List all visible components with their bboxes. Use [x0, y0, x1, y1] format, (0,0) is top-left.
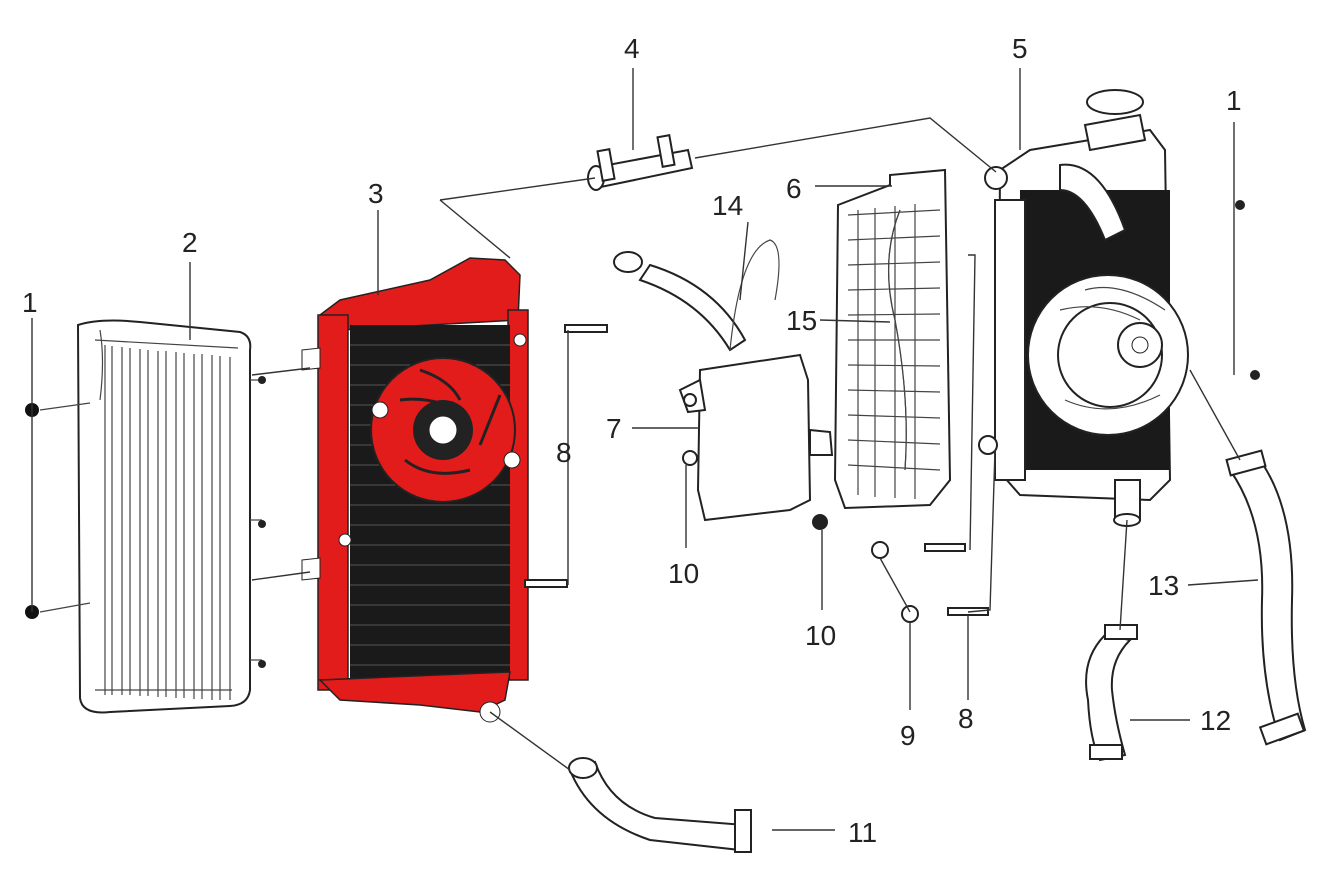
callout-8-right: 8: [958, 703, 974, 734]
callout-10-right: 10: [805, 620, 836, 651]
grommet: [258, 520, 266, 528]
callout-2: 2: [182, 227, 198, 258]
callout-8-middle: 8: [556, 437, 572, 468]
callout-15: 15: [786, 305, 817, 336]
hose-lower-right: [1225, 449, 1307, 746]
grommet: [258, 660, 266, 668]
radiator-left: [301, 257, 529, 723]
callout-1-right: 1: [1226, 85, 1242, 116]
callout-12: 12: [1200, 705, 1231, 736]
callout-1-left: 1: [22, 287, 38, 318]
callout-3: 3: [368, 178, 384, 209]
callout-7: 7: [606, 413, 622, 444]
radiator-shroud-left: [76, 319, 266, 714]
callout-11: 11: [848, 817, 877, 848]
callout-6: 6: [786, 173, 802, 204]
callout-13: 13: [1148, 570, 1179, 601]
hose-upper: [587, 134, 694, 191]
radiator-right-with-fan: [978, 89, 1260, 527]
callout-10-left: 10: [668, 558, 699, 589]
radiator-shroud-right: [833, 168, 952, 510]
callouts: 1 1 2 3 4 5 6 7 8 8 9 10 10 11 12 13 14 …: [22, 33, 1242, 848]
callout-4: 4: [624, 33, 640, 64]
callout-5: 5: [1012, 33, 1028, 64]
hose-lower-middle: [1085, 624, 1138, 762]
coolant-reservoir: [613, 239, 834, 522]
callout-14: 14: [712, 190, 743, 221]
hose-lower-left: [568, 757, 752, 853]
grommet: [258, 376, 266, 384]
leader-lines: [31, 68, 1259, 831]
callout-9: 9: [900, 720, 916, 751]
